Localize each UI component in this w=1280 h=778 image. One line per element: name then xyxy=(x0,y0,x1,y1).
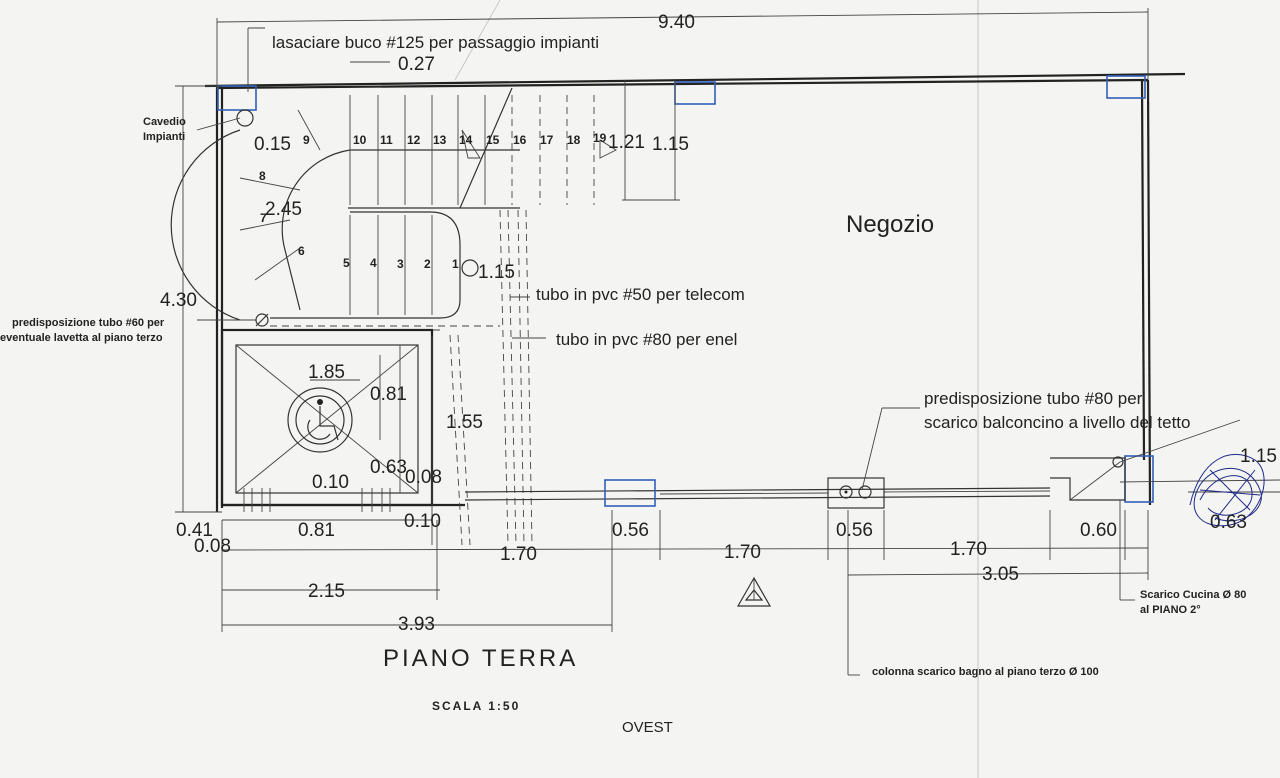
dim-lift: 0.63 xyxy=(370,457,407,478)
step-number: 7 xyxy=(260,211,267,225)
step-number: 13 xyxy=(433,133,447,147)
dim-lift-width: 1.85 xyxy=(308,362,345,383)
dim-height: 4.30 xyxy=(160,290,197,311)
note-lavetta: predisposizione tubo #60 per xyxy=(12,317,165,329)
note-lavetta: eventuale lavetta al piano terzo xyxy=(0,332,163,344)
ink-scribble: 1.15 0.63 xyxy=(1189,446,1277,533)
step-number: 15 xyxy=(486,133,500,147)
step-number: 16 xyxy=(513,133,527,147)
note-balcony: scarico balconcino a livello del tetto xyxy=(924,413,1190,432)
lift-shaft xyxy=(220,328,434,545)
dim-lift: 0.10 xyxy=(312,472,349,493)
leader-lines xyxy=(196,27,920,491)
step-number: 10 xyxy=(353,133,367,147)
outer-walls xyxy=(204,72,1186,512)
dim-stair-radius: 2.45 xyxy=(265,199,302,220)
room-label: Negozio xyxy=(846,211,934,238)
dim-stair: 0.15 xyxy=(254,134,291,155)
step-number: 5 xyxy=(343,256,350,270)
dim-tread: 0.27 xyxy=(398,54,435,75)
note-telecom: tubo in pvc #50 per telecom xyxy=(536,285,745,304)
drain-column-box xyxy=(827,477,885,676)
note-kitchen: al PIANO 2° xyxy=(1140,604,1201,616)
dim-door: 0.10 xyxy=(404,511,441,532)
balcony-stair xyxy=(1050,419,1280,601)
step-number: 2 xyxy=(424,257,431,271)
dim-left: 0.08 xyxy=(194,536,231,557)
shafts xyxy=(217,75,1154,507)
dim-stair: 1.21 xyxy=(608,132,645,153)
note-cavedio: Impianti xyxy=(143,131,185,143)
step-number: 12 xyxy=(407,133,421,147)
dim-window: 0.56 xyxy=(836,520,873,541)
note-enel: tubo in pvc #80 per enel xyxy=(556,330,737,349)
step-number: 4 xyxy=(370,256,377,270)
orientation-label: OVEST xyxy=(622,719,673,736)
step-number: 14 xyxy=(459,133,473,147)
scribbled-value: 0.63 xyxy=(1210,512,1247,533)
dim-lift: 0.08 xyxy=(405,467,442,488)
pipe-runs xyxy=(449,209,546,546)
dim-window: 0.56 xyxy=(612,520,649,541)
dim-stair: 1.15 xyxy=(652,134,689,155)
paper-crease xyxy=(454,0,501,81)
step-number: 19 xyxy=(593,131,607,145)
step-number: 17 xyxy=(540,133,554,147)
dim-segment: 0.60 xyxy=(1080,520,1117,541)
scale-label: SCALA 1:50 xyxy=(432,699,520,713)
note-hole: lasaciare buco #125 per passaggio impian… xyxy=(272,33,599,52)
scribbled-value: 1.15 xyxy=(1240,446,1277,467)
dim-lift-height: 1.55 xyxy=(446,412,483,433)
plan-title: PIANO TERRA xyxy=(383,645,578,672)
orientation-arrow-icon xyxy=(736,576,772,607)
note-kitchen: Scarico Cucina Ø 80 xyxy=(1140,589,1246,601)
dimension-lines xyxy=(175,8,1149,632)
dim-door: 0.81 xyxy=(298,520,335,541)
dim-total-right: 3.05 xyxy=(982,564,1019,585)
dim-segment: 1.70 xyxy=(500,544,537,565)
step-numbers: 1 2 3 4 5 6 7 8 9 10 11 12 13 14 15 16 1… xyxy=(259,131,607,271)
dim-segment: 1.70 xyxy=(950,539,987,560)
step-number: 8 xyxy=(259,169,266,183)
dim-lift: 0.81 xyxy=(370,384,407,405)
step-number: 11 xyxy=(380,133,393,147)
dim-stair: 1.15 xyxy=(478,262,515,283)
note-column: colonna scarico bagno al piano terzo Ø 1… xyxy=(872,666,1099,678)
note-cavedio: Cavedio xyxy=(143,116,186,128)
dim-total-width: 9.40 xyxy=(658,12,695,33)
dim-segment: 1.70 xyxy=(724,542,761,563)
dim-left: 0.41 xyxy=(176,520,213,541)
dim-total-left: 3.93 xyxy=(398,614,435,635)
note-balcony: predisposizione tubo #80 per xyxy=(924,389,1143,408)
step-number: 3 xyxy=(397,257,404,271)
step-number: 18 xyxy=(567,133,581,147)
step-number: 9 xyxy=(303,133,310,147)
step-number: 6 xyxy=(298,244,305,258)
dim-total-left: 2.15 xyxy=(308,581,345,602)
step-number: 1 xyxy=(452,257,459,271)
